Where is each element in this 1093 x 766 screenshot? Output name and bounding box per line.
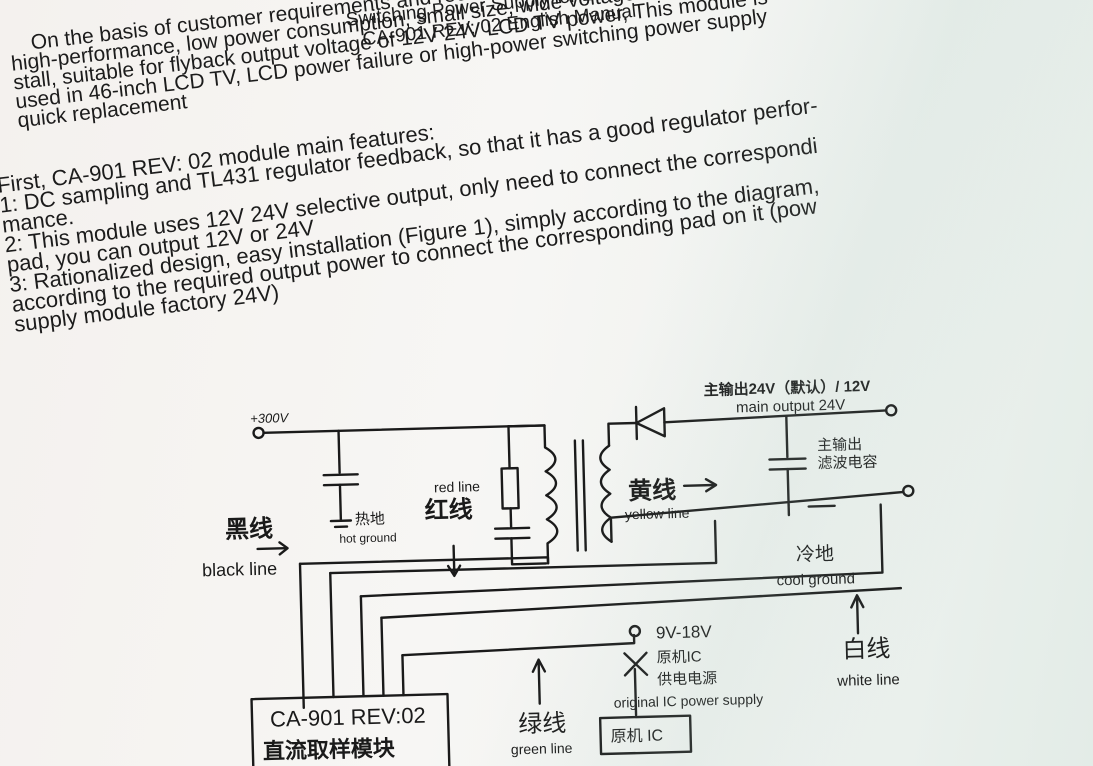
label-green-line-en: green line <box>511 740 573 758</box>
label-orig-ic-cn1: 原机IC <box>656 648 702 666</box>
label-main-output-en: main output 24V <box>736 397 846 417</box>
terminal-300v <box>252 426 265 440</box>
label-green-line-cn: 绿线 <box>518 710 567 738</box>
label-yellow-line-en: yellow line <box>625 505 690 523</box>
label-hot-ground-cn: 热地 <box>355 511 385 529</box>
label-filter-cap-cn2: 滤波电容 <box>817 454 877 473</box>
hv-rail-wire <box>262 424 546 434</box>
orig-ic-box-label: 原机 IC <box>610 726 663 745</box>
module-label: CA-901 REV:02 <box>270 703 426 732</box>
label-black-line-en: black line <box>202 558 278 580</box>
label-9v-18v: 9V-18V <box>656 622 713 642</box>
label-orig-ic-cn2: 供电电源 <box>657 670 717 689</box>
label-hot-ground-en: hot ground <box>339 530 397 545</box>
label-main-output-cn: 主输出24V（默认）/ 12V <box>703 377 870 399</box>
label-cool-ground-cn: 冷地 <box>796 543 835 566</box>
label-300v: +300V <box>250 410 290 426</box>
label-yellow-line-cn: 黄线 <box>628 477 677 505</box>
label-cool-ground-en: cool ground <box>776 570 855 589</box>
label-red-line-cn: 红线 <box>424 495 473 524</box>
label-white-line-cn: 白线 <box>842 635 891 663</box>
label-black-line-cn: 黑线 <box>225 516 274 544</box>
label-orig-ic-en: original IC power supply <box>614 691 764 711</box>
label-white-line-en: white line <box>836 671 900 690</box>
label-filter-cap-cn1: 主输出 <box>817 436 862 454</box>
label-red-line-en: red line <box>434 478 481 495</box>
module-cn-label: 直流取样模块 <box>263 735 397 763</box>
